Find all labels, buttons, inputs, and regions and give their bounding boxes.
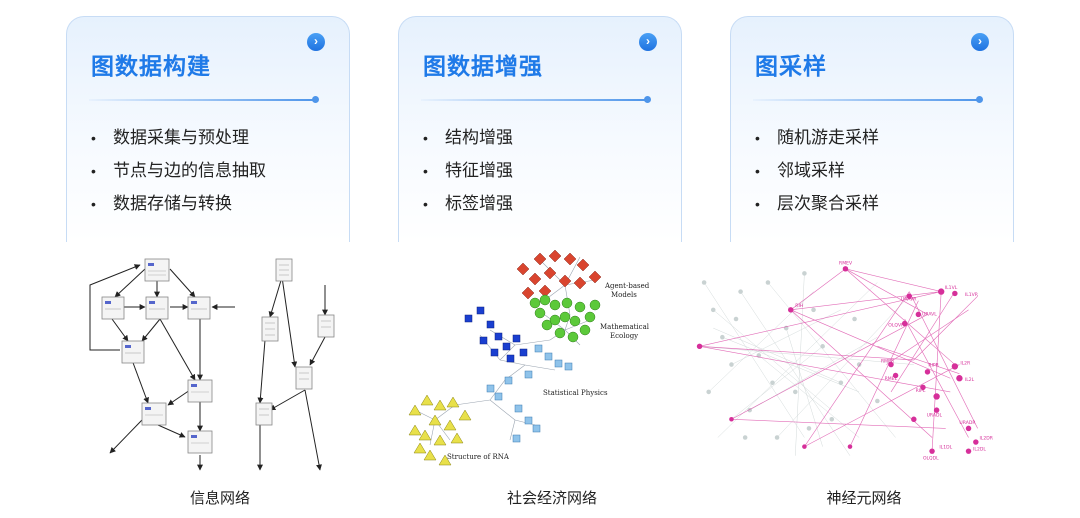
- list-item-text: 特征增强: [445, 161, 513, 180]
- neuron-label: URADL: [927, 413, 943, 419]
- card-title: 图数据构建: [91, 53, 211, 79]
- caption-information-network: 信息网络: [189, 490, 250, 507]
- neuron-label: IL1DL: [939, 444, 952, 450]
- divider: [753, 99, 979, 101]
- list-item-text: 标签增强: [445, 194, 513, 213]
- card-graph-augmentation[interactable]: › 图数据增强 • 结构增强 • 特征增强 • 标签增强: [398, 16, 682, 242]
- bullet-icon: •: [755, 196, 760, 212]
- neuron-label: RIH: [795, 303, 803, 309]
- bullet-icon: •: [91, 196, 96, 212]
- caption-neuron-network: 神经元网络: [826, 490, 902, 507]
- neuron-label: URAVL: [922, 311, 937, 317]
- card-list: • 结构增强 • 特征增强 • 标签增强: [423, 121, 513, 220]
- neuron-label: OLQVR: [888, 322, 905, 328]
- chevron-right-icon[interactable]: ›: [639, 33, 657, 51]
- card-title: 图数据增强: [423, 53, 543, 79]
- list-item-text: 节点与边的信息抽取: [113, 161, 266, 180]
- bullet-icon: •: [423, 130, 428, 146]
- neuron-label: URADR: [959, 420, 976, 426]
- bullet-icon: •: [755, 163, 760, 179]
- agent-models-label-2: Models: [611, 291, 637, 299]
- card-list: • 随机游走采样 • 邻域采样 • 层次聚合采样: [755, 121, 879, 220]
- divider-dot: [312, 96, 319, 103]
- neuron-label: IL1VR: [965, 292, 979, 298]
- card-list: • 数据采集与预处理 • 节点与边的信息抽取 • 数据存储与转换: [91, 121, 266, 220]
- list-item-text: 数据存储与转换: [113, 194, 232, 213]
- neuron-label: RIPL: [916, 388, 926, 394]
- neuron-label: RMER: [881, 359, 895, 365]
- math-ecology-label: Mathematical: [600, 323, 650, 331]
- divider-dot: [644, 96, 651, 103]
- list-item: • 节点与边的信息抽取: [91, 154, 266, 187]
- divider: [89, 99, 315, 101]
- list-item-text: 数据采集与预处理: [113, 128, 249, 147]
- bullet-icon: •: [423, 163, 428, 179]
- information-network-diagram: [89, 258, 335, 471]
- chevron-right-icon[interactable]: ›: [971, 33, 989, 51]
- neuron-label: IL1VL: [945, 285, 958, 291]
- bullet-icon: •: [91, 130, 96, 146]
- list-item: • 标签增强: [423, 187, 513, 220]
- list-item: • 数据采集与预处理: [91, 121, 266, 154]
- neuron-network-diagram: RMEV RIH URAVR IL1VL IL1VR URAVL OLQVR R…: [696, 260, 994, 461]
- stat-physics-label: Statistical Physics: [543, 389, 608, 397]
- card-graph-construction[interactable]: › 图数据构建 • 数据采集与预处理 • 节点与边的信息抽取 • 数据存储与转换: [66, 16, 350, 242]
- list-item: • 结构增强: [423, 121, 513, 154]
- neuron-label: RIPR: [928, 362, 939, 368]
- list-item: • 邻域采样: [755, 154, 879, 187]
- social-economic-network-diagram: Agent-based Models Mathematical Ecology …: [408, 249, 650, 466]
- neuron-label: URAVR: [901, 297, 917, 303]
- bullet-icon: •: [91, 163, 96, 179]
- divider-dot: [976, 96, 983, 103]
- divider: [421, 99, 647, 101]
- list-item: • 随机游走采样: [755, 121, 879, 154]
- card-title: 图采样: [755, 53, 827, 79]
- list-item: • 层次聚合采样: [755, 187, 879, 220]
- list-item-text: 随机游走采样: [777, 128, 879, 147]
- list-item: • 数据存储与转换: [91, 187, 266, 220]
- list-item-text: 结构增强: [445, 128, 513, 147]
- neuron-label: IL2L: [965, 377, 975, 383]
- neuron-label: OLQDL: [923, 455, 939, 461]
- neuron-label: IL2DL: [973, 446, 986, 452]
- agent-models-label: Agent-based: [604, 282, 650, 290]
- list-item-text: 层次聚合采样: [777, 194, 879, 213]
- bullet-icon: •: [755, 130, 760, 146]
- rna-label: Structure of RNA: [447, 453, 510, 461]
- neuron-label: IL2DR: [979, 435, 993, 441]
- card-graph-sampling[interactable]: › 图采样 • 随机游走采样 • 邻域采样 • 层次聚合采样: [730, 16, 1014, 242]
- neuron-label: RMEL: [885, 376, 898, 382]
- chevron-right-icon[interactable]: ›: [307, 33, 325, 51]
- neuron-label: RMEV: [839, 260, 853, 266]
- list-item-text: 邻域采样: [777, 161, 845, 180]
- bullet-icon: •: [423, 196, 428, 212]
- math-ecology-label-2: Ecology: [610, 332, 638, 340]
- list-item: • 特征增强: [423, 154, 513, 187]
- neuron-label: IL2R: [960, 361, 971, 367]
- caption-social-economic-network: 社会经济网络: [506, 490, 597, 507]
